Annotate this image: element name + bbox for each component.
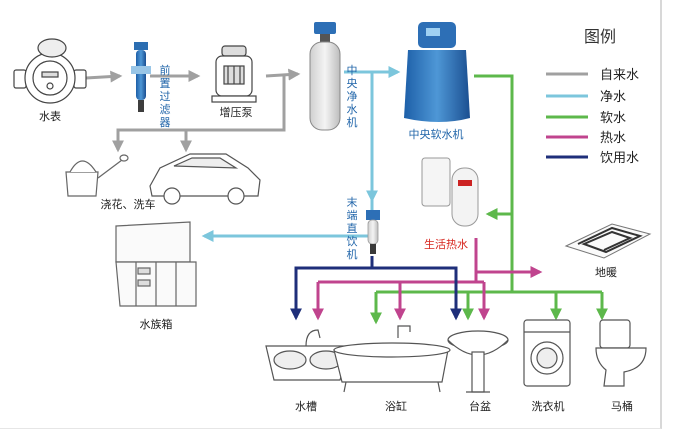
legend-label-pure: 净水 — [600, 90, 626, 105]
legend-label-soft: 软水 — [600, 111, 626, 126]
booster-pump-icon — [211, 45, 257, 103]
legend-label-tap: 自来水 — [600, 68, 639, 83]
sink-icon — [265, 329, 351, 381]
end-drinker-label: 末 端 直 饮 机 — [347, 195, 358, 261]
legend-label-drink: 饮用水 — [600, 151, 639, 166]
water-meter-icon — [13, 38, 87, 104]
water-heater-icon — [421, 157, 479, 227]
soft-water-pipes — [370, 74, 608, 325]
central-softener-label: 中央软水机 — [409, 127, 464, 141]
diagram-frame — [0, 0, 662, 429]
sink-label: 水槽 — [295, 400, 317, 413]
svg-text:器: 器 — [160, 116, 171, 129]
svg-text:置: 置 — [160, 77, 171, 90]
svg-text:饮: 饮 — [347, 235, 358, 248]
svg-text:滤: 滤 — [160, 103, 171, 116]
washer-label: 洗衣机 — [532, 399, 565, 413]
drinking-water-pipes — [290, 256, 462, 321]
pump-label: 增压泵 — [220, 105, 253, 119]
watering-can-icon — [65, 154, 129, 197]
basin-label: 台盆 — [469, 399, 491, 413]
prefilter-label: 前 置 过 滤 器 — [160, 63, 171, 129]
aquarium-icon — [115, 221, 197, 307]
floor-heating-label: 地暖 — [595, 266, 617, 279]
bathtub-icon — [333, 325, 451, 393]
tap-water-pipes — [85, 68, 301, 153]
legend-label-hot: 热水 — [600, 131, 626, 146]
central-softener-icon — [404, 22, 470, 122]
legend-title: 图例 — [584, 27, 616, 46]
svg-text:机: 机 — [347, 115, 358, 129]
svg-text:水: 水 — [347, 103, 358, 116]
prefilter-icon — [131, 42, 151, 112]
central-purifier-icon — [309, 22, 341, 131]
svg-text:前: 前 — [160, 63, 171, 77]
svg-text:机: 机 — [347, 247, 358, 261]
svg-text:端: 端 — [347, 209, 358, 222]
end-drinker-icon — [366, 210, 380, 254]
bathtub-label: 浴缸 — [385, 399, 407, 413]
svg-text:中: 中 — [347, 64, 358, 77]
svg-text:末: 末 — [347, 195, 358, 209]
toilet-icon — [595, 319, 647, 387]
aquarium-label: 水族箱 — [140, 317, 173, 331]
toilet-label: 马桶 — [611, 399, 633, 413]
legend: 图例 自来水 净水 软水 热水 饮用水 — [546, 27, 639, 166]
svg-text:净: 净 — [347, 89, 358, 103]
svg-text:央: 央 — [347, 77, 358, 90]
svg-text:过: 过 — [160, 90, 171, 103]
svg-text:直: 直 — [347, 221, 358, 235]
floor-heating-icon — [564, 223, 652, 259]
meter-label: 水表 — [39, 109, 61, 123]
garden-car-label: 浇花、洗车 — [101, 197, 156, 211]
basin-icon — [447, 330, 509, 393]
central-purifier-label: 中 央 净 水 机 — [347, 64, 358, 129]
washing-machine-icon — [523, 319, 571, 387]
heater-label: 生活热水 — [424, 237, 468, 251]
car-icon — [149, 153, 261, 205]
